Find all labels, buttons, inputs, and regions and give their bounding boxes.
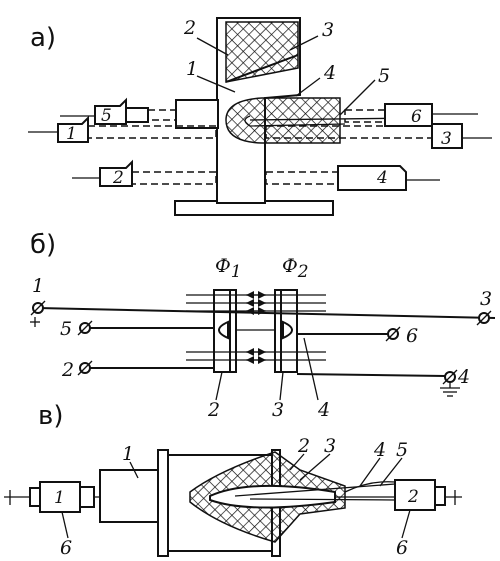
label-a-4-plug: 4: [376, 168, 388, 188]
plug-6: [384, 103, 433, 127]
plug-3-right: [431, 123, 463, 149]
label-a-6: 6: [411, 107, 422, 127]
cylinder-1: [99, 469, 159, 523]
label-a-2: 2: [183, 17, 196, 39]
capsule: [225, 97, 341, 144]
label-c-3: 3: [324, 435, 336, 457]
flux-arrows: [186, 291, 326, 364]
plug-c-right: [394, 479, 436, 511]
label-c-1-plug: 1: [54, 488, 65, 508]
label-a-2-plug: 2: [112, 168, 124, 188]
panel-c: в) 1 2 3 4 5: [4, 401, 462, 559]
phi2-label: Ф2: [282, 255, 309, 282]
wire-1-3: [37, 307, 496, 319]
label-b-2-plate: 2: [207, 399, 220, 421]
label-a-1-plug: 1: [66, 124, 77, 144]
contact-spring: [244, 115, 346, 127]
panel-c-letter: в): [38, 401, 63, 431]
label-a-4: 4: [323, 62, 336, 84]
label-a-5-plug: 5: [101, 106, 112, 126]
label-b-6: 6: [406, 325, 418, 347]
label-b-4-contact: 4: [317, 399, 330, 421]
label-c-6-right: 6: [396, 537, 408, 559]
label-a-3: 3: [322, 19, 334, 41]
label-c-6-left: 6: [60, 537, 72, 559]
label-b-3: 3: [480, 288, 492, 310]
label-a-1: 1: [186, 58, 198, 80]
label-c-2: 2: [297, 435, 310, 457]
coupling-left: [175, 99, 219, 129]
label-c-5: 5: [396, 439, 408, 461]
label-c-4: 4: [373, 439, 386, 461]
flange-left: [157, 449, 169, 557]
label-b-1: 1: [32, 275, 44, 297]
label-a-3-plug: 3: [441, 129, 452, 149]
panel-a-letter: а): [30, 23, 56, 53]
panel-b: б) Ф1 Ф2: [30, 230, 496, 421]
label-b-4: 4: [457, 366, 470, 388]
label-b-5: 5: [60, 318, 72, 340]
winding-divider: [225, 54, 299, 83]
panel-b-letter: б): [30, 230, 56, 260]
label-a-5-top: 5: [378, 65, 390, 87]
label-b-3-plate: 3: [272, 399, 284, 421]
label-b-2: 2: [61, 359, 74, 381]
label-c-1: 1: [122, 443, 134, 465]
panel-a: а): [28, 17, 492, 216]
label-c-2-plug: 2: [407, 487, 419, 507]
plug-4: [337, 165, 407, 191]
winding-block: [225, 21, 299, 83]
phi1-label: Ф1: [215, 255, 242, 282]
wire-4: [296, 373, 446, 377]
